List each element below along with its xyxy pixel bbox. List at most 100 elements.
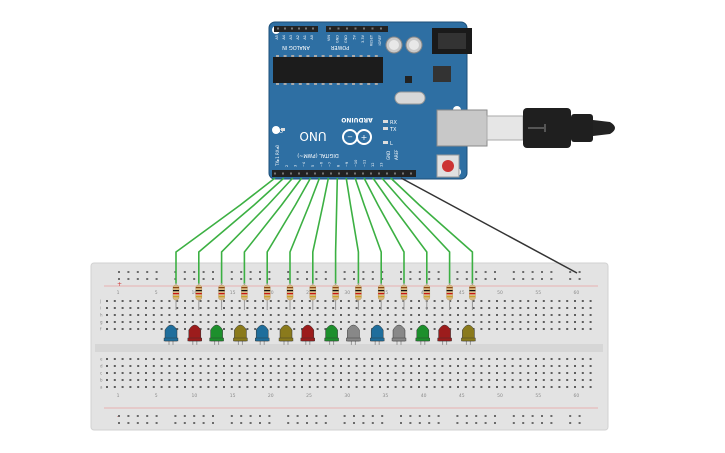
led[interactable] — [163, 324, 179, 345]
signal-wire[interactable] — [381, 177, 451, 284]
resistor[interactable] — [263, 283, 271, 310]
resistor[interactable] — [332, 283, 339, 310]
signal-wire[interactable] — [390, 177, 474, 284]
brand-label: ARDUINO — [341, 116, 372, 123]
signal-wire[interactable] — [354, 177, 382, 284]
signal-wire[interactable] — [198, 177, 285, 284]
breadboard[interactable]: + - 115510101515202025253030353540404545… — [90, 262, 609, 431]
leds[interactable] — [163, 324, 476, 345]
svg-text:−: − — [347, 133, 353, 141]
row-letter: d — [100, 364, 103, 369]
column-number: 50 — [497, 290, 503, 296]
led[interactable] — [415, 324, 430, 345]
column-number: 55 — [535, 290, 541, 296]
column-number: 35 — [383, 393, 389, 399]
usb-port — [436, 109, 488, 147]
pin-label: A3 — [289, 35, 293, 40]
resistor[interactable] — [377, 283, 385, 310]
signal-wire[interactable] — [372, 177, 428, 284]
pin-label: IOREF — [378, 35, 382, 45]
digital-header[interactable] — [272, 170, 416, 177]
resistor[interactable] — [355, 283, 362, 310]
row-letter: h — [100, 313, 103, 318]
row-letter: i — [100, 306, 101, 311]
pin-label: ~11 — [362, 160, 366, 167]
column-number: 60 — [574, 290, 580, 296]
row-letter: c — [100, 371, 102, 376]
signal-wire[interactable] — [289, 177, 321, 284]
resistor[interactable] — [469, 283, 476, 310]
signal-wire[interactable] — [334, 177, 339, 284]
power-header[interactable] — [326, 26, 388, 32]
resistor[interactable] — [241, 283, 248, 310]
resistor[interactable] — [423, 283, 431, 310]
signal-wire[interactable] — [220, 177, 294, 284]
pin-label: ~7 — [328, 162, 332, 167]
column-number: 10 — [192, 290, 198, 296]
signal-wire[interactable] — [266, 177, 312, 284]
crystal-oscillator — [394, 91, 426, 105]
resistors[interactable] — [172, 283, 476, 310]
signal-wire[interactable] — [243, 177, 303, 284]
led[interactable] — [187, 324, 203, 345]
pin-label: 12 — [371, 163, 375, 167]
on-led-label: ON — [275, 127, 283, 133]
resistor[interactable] — [400, 283, 408, 310]
column-number: 45 — [459, 393, 465, 399]
signal-wire[interactable] — [175, 177, 276, 284]
arduino-logo: − + — [342, 129, 372, 145]
led[interactable] — [391, 324, 407, 345]
pin-label: ~10 — [354, 160, 358, 167]
column-number: 35 — [383, 290, 389, 296]
pin-label: A2 — [296, 35, 300, 40]
led[interactable] — [209, 324, 224, 345]
led[interactable] — [437, 324, 452, 345]
reset-button[interactable] — [436, 154, 460, 178]
ground-wire[interactable] — [400, 177, 578, 274]
model-label: UNO — [299, 129, 326, 143]
microcontroller-chip — [273, 57, 383, 83]
column-number: 25 — [306, 393, 312, 399]
led[interactable] — [300, 324, 315, 345]
column-number: 15 — [230, 290, 236, 296]
led[interactable] — [233, 324, 248, 345]
power-label: POWER — [330, 44, 349, 50]
rx-label: RX — [390, 120, 397, 126]
usb-cable[interactable] — [436, 108, 615, 148]
analog-in-label: ANALOG IN — [282, 44, 310, 50]
led[interactable] — [278, 324, 294, 345]
txrx-label: TX▸1 RX◂0 — [275, 144, 280, 167]
resistor[interactable] — [218, 283, 225, 310]
pin-label: ~4 — [302, 161, 306, 167]
led[interactable] — [461, 324, 476, 345]
tx-label: TX — [389, 127, 397, 133]
pin-label: VIN — [327, 35, 331, 41]
column-number: 45 — [459, 290, 465, 296]
column-number: 30 — [344, 393, 350, 399]
signal-wires[interactable] — [175, 177, 474, 284]
column-number: 25 — [306, 290, 312, 296]
column-number: 1 — [117, 290, 120, 296]
led[interactable] — [346, 324, 361, 345]
led[interactable] — [324, 324, 339, 345]
led[interactable] — [254, 324, 270, 345]
column-number: 5 — [155, 393, 158, 399]
resistor[interactable] — [446, 283, 453, 310]
pin-label: GND — [336, 35, 340, 43]
led[interactable] — [370, 324, 385, 345]
signal-wire[interactable] — [312, 177, 330, 284]
pin-label: A1 — [303, 35, 307, 40]
resistor[interactable] — [286, 283, 294, 310]
signal-wire[interactable] — [345, 177, 360, 284]
column-number: 20 — [268, 290, 274, 296]
resistor[interactable] — [172, 283, 180, 310]
resistor[interactable] — [195, 283, 203, 310]
analog-header[interactable] — [274, 26, 318, 32]
signal-wire[interactable] — [363, 177, 405, 284]
resistor[interactable] — [309, 283, 317, 310]
